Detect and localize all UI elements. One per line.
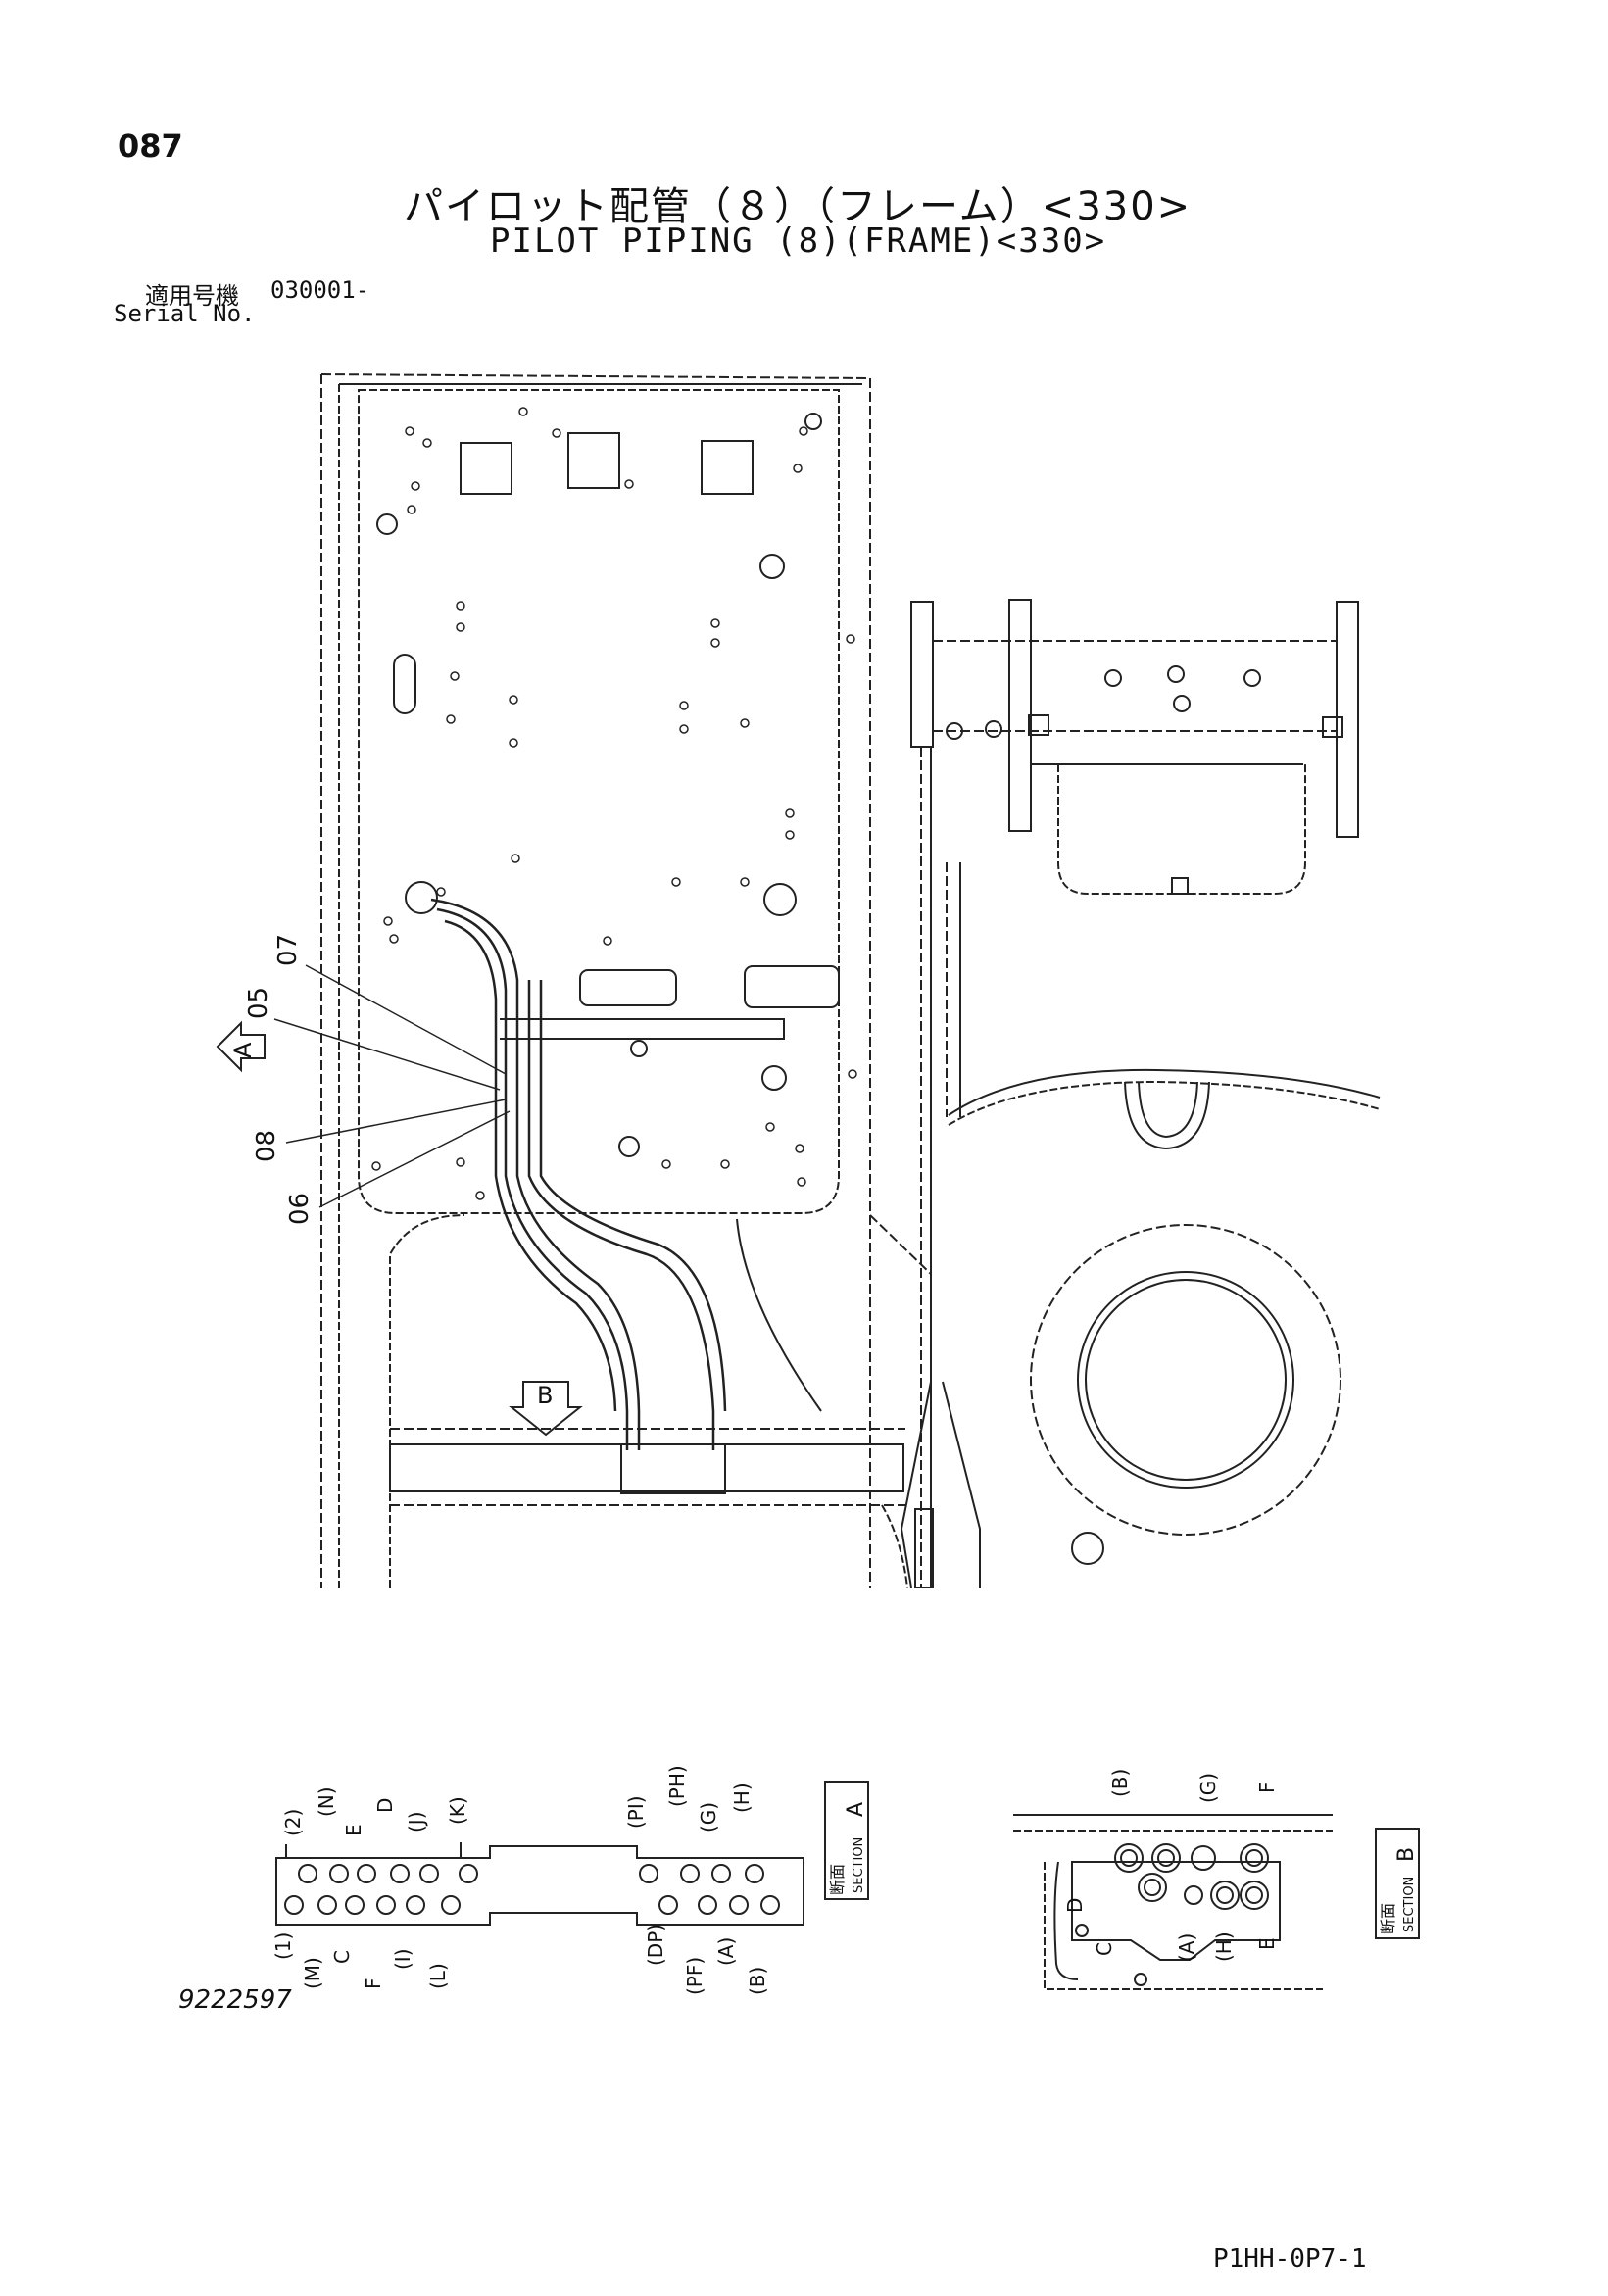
page-title-english: PILOT PIPING (8)(FRAME)<330> [490,221,1107,261]
pilot-hose-bundle [430,898,727,1450]
label-a-rtop-3: (G) [697,1802,720,1832]
section-b-tag-box [1375,1828,1420,1939]
label-a-bot-6: (L) [426,1963,450,1989]
label-a-rbot-1: (DP) [644,1924,667,1966]
label-a-rbot-3: (A) [714,1937,738,1966]
section-a-tag-en: SECTION [852,1837,866,1893]
section-b-plate [1013,1814,1333,1990]
label-b-left-2: C [1093,1942,1116,1956]
serial-range: 030001- [270,276,370,304]
section-b-labels: (B) (G) F D C (A) (H) E [1063,1769,1279,1962]
label-a-top-2: (N) [315,1786,338,1817]
label-a-bot-5: (I) [391,1948,414,1970]
label-a-rtop-4: (H) [730,1783,754,1813]
callout-08: 08 [252,1130,281,1162]
lower-chassis [389,1214,981,1588]
section-a-tag-letter: A [844,1802,868,1817]
callout-05: 05 [244,987,273,1019]
view-a-letter: A [229,1042,257,1058]
label-b-top-1: (B) [1108,1769,1132,1797]
swing-bearing [1030,1224,1341,1565]
section-b-tag-letter: B [1394,1847,1419,1862]
view-b-letter: B [537,1382,553,1409]
label-a-top-5: (J) [405,1811,428,1832]
serial-label-english: Serial No. [114,300,256,327]
frame-plate [320,373,871,1588]
frame-holes [371,407,857,1200]
section-a-plate [275,1842,804,1926]
section-b-tag-jp: 断面 [1379,1903,1397,1934]
label-b-left-1: D [1063,1898,1087,1913]
label-a-bot-3: C [330,1950,354,1964]
label-a-rbot-4: (B) [746,1967,769,1995]
label-b-bot-1: (A) [1175,1933,1198,1962]
label-b-bot-2: (H) [1212,1931,1236,1962]
page-title-japanese: パイロット配管（８）（フレーム）<330> [404,184,1193,229]
label-a-top-1: (2) [281,1809,305,1836]
label-a-top-3: E [342,1824,365,1836]
view-arrow-b [509,1381,583,1437]
label-a-top-6: (K) [446,1796,469,1825]
label-b-top-2: (G) [1196,1773,1220,1803]
label-b-bot-3: E [1255,1937,1279,1950]
label-a-bot-1: (1) [271,1932,295,1960]
section-a-tag-jp: 断面 [828,1864,847,1895]
section-a-labels: (2) (N) E D (J) (K) (1) (M) C F (I) (L) … [271,1765,769,1995]
section-b-tag-en: SECTION [1402,1877,1417,1932]
label-a-rtop-1: (PI) [624,1795,648,1829]
label-a-top-4: D [373,1798,397,1813]
cross-member [910,599,1359,895]
label-a-bot-4: F [362,1978,385,1989]
callout-07: 07 [273,934,303,966]
page-number: 087 [118,127,183,165]
label-a-rtop-2: (PH) [665,1765,689,1807]
serial-label-japanese: 適用号機 [145,282,239,310]
label-a-bot-2: (M) [301,1957,324,1989]
label-b-top-3: F [1255,1782,1279,1793]
drawing-number: 9222597 [178,1985,292,2015]
page-code: P1HH-0P7-1 [1213,2244,1367,2273]
callout-leaders [273,964,511,1208]
side-rails [920,747,1381,1588]
callout-06: 06 [285,1193,315,1225]
label-a-rbot-2: (PF) [683,1957,707,1995]
view-arrow-a [216,1020,266,1073]
section-a-ports [284,1864,780,1915]
section-a-tag-box [824,1781,869,1900]
